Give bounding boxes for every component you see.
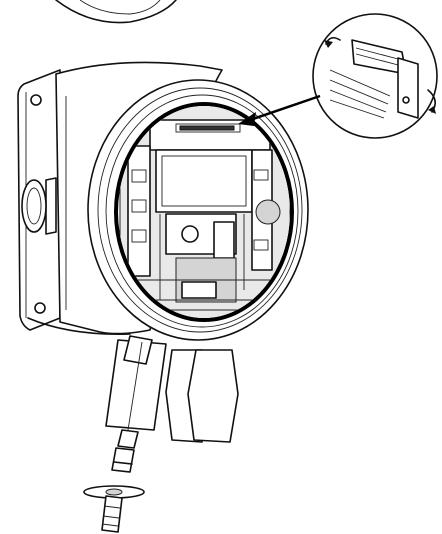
sensor-tubes: [105, 335, 239, 443]
internal-electronics: [119, 106, 290, 318]
hose-fitting: [83, 429, 145, 533]
top-cropped-part: [55, 0, 177, 24]
callout-detail: [312, 13, 438, 139]
callout-arrow: [238, 94, 321, 126]
